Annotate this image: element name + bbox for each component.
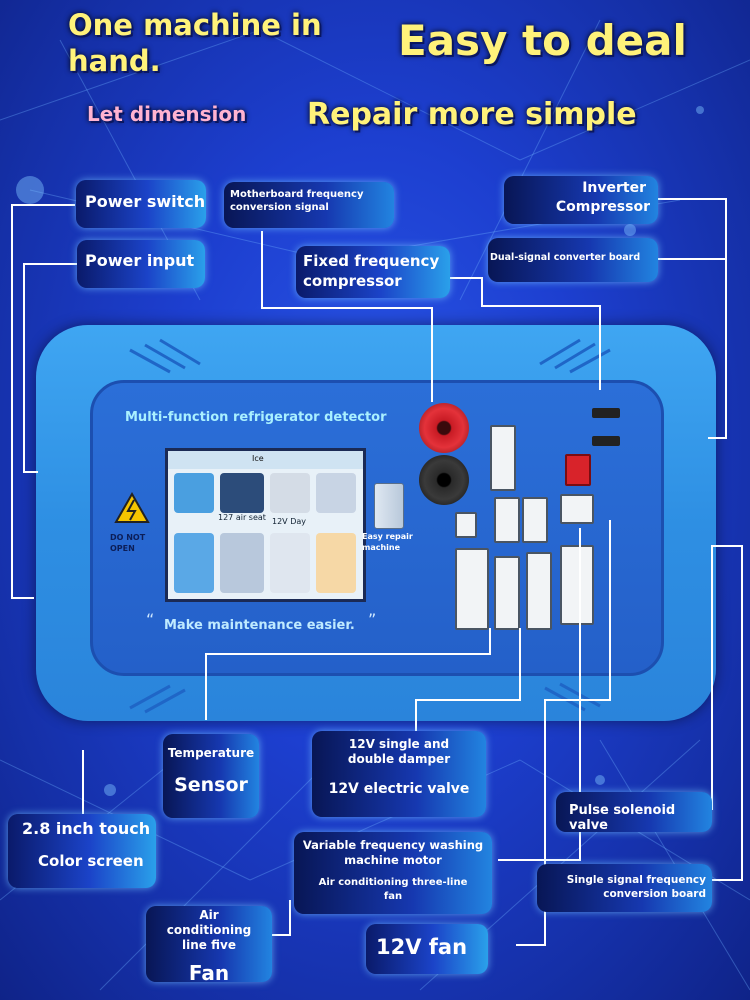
connector-port[interactable] <box>455 512 477 538</box>
connector-port[interactable] <box>526 552 552 630</box>
sensor-tile <box>270 533 310 593</box>
valve-tile <box>270 473 310 513</box>
label-washing-motor: Variable frequency washing machine motor… <box>294 832 492 914</box>
fuse-2[interactable] <box>592 436 620 446</box>
book-tile <box>316 533 356 593</box>
label-damper: 12V single and double damper 12V electri… <box>312 731 486 817</box>
fridge-label: Easy repair machine <box>362 532 413 552</box>
slogan-quote-open: “ <box>146 610 155 629</box>
device-title: Multi-function refrigerator detector <box>125 410 387 425</box>
headline-right: Easy to deal <box>398 16 687 65</box>
label-touch-line2: Color screen <box>38 852 144 870</box>
red-jack[interactable] <box>419 403 469 453</box>
screen-caption2: 12V Day <box>272 517 306 526</box>
label-damper-line2: 12V electric valve <box>328 781 470 797</box>
screen-tag: Ice <box>252 454 264 463</box>
compressor-tile <box>174 473 214 513</box>
warning-text: DO NOT OPEN <box>110 533 146 553</box>
label-inverter: Inverter Compressor <box>504 176 658 224</box>
fridge-icon <box>374 483 404 529</box>
sub-left: Let dimension <box>87 102 247 126</box>
fuse-1[interactable] <box>592 408 620 418</box>
label-12v-fan: 12V fan <box>366 924 488 974</box>
slogan: Make maintenance easier. <box>164 618 355 633</box>
label-temperature-line2: Sensor <box>174 774 248 796</box>
label-dual-signal: Dual-signal converter board <box>488 238 658 282</box>
label-motherboard-signal: Motherboard frequency conversion signal <box>224 182 394 228</box>
label-inverter-line2: Compressor <box>555 199 650 215</box>
label-washing-line1: Variable frequency washing machine motor <box>302 838 484 867</box>
label-power-switch: Power switch <box>76 180 206 228</box>
label-ac-line1: Air conditioning line five <box>166 908 252 952</box>
label-fixed-compressor: Fixed frequency compressor <box>296 246 450 298</box>
fan-tile <box>220 533 264 593</box>
touch-screen[interactable]: Ice 127 air seat 12V Day <box>165 448 366 602</box>
power-socket[interactable] <box>565 454 591 486</box>
label-temperature-sensor: Temperature Sensor <box>163 734 259 818</box>
headline-line1: One machine in <box>68 8 322 42</box>
label-ac-fan: Air conditioning line five Fan <box>146 906 272 985</box>
connector-port[interactable] <box>494 497 520 543</box>
connector-port[interactable] <box>490 425 516 491</box>
label-washing-line2: Air conditioning three-line fan <box>318 877 468 902</box>
warning-icon <box>114 491 150 524</box>
headline-line2: hand. <box>68 44 161 78</box>
board-tile <box>316 473 356 513</box>
label-touch-screen: 2.8 inch touch Color screen <box>8 814 156 888</box>
label-pulse-valve: Pulse solenoid valve <box>556 792 712 833</box>
label-temperature-line1: Temperature <box>167 746 255 760</box>
connector-port[interactable] <box>494 556 520 630</box>
connector-port[interactable] <box>560 494 594 524</box>
screen-caption: 127 air seat <box>218 513 266 522</box>
connector-port[interactable] <box>455 548 489 630</box>
connector-port[interactable] <box>560 545 594 625</box>
connector-port[interactable] <box>522 497 548 543</box>
label-power-input: Power input <box>77 240 205 288</box>
fridge-tile <box>174 533 214 593</box>
label-inverter-line1: Inverter <box>582 180 646 196</box>
label-single-signal: Single signal frequency conversion board <box>537 864 712 912</box>
sub-right: Repair more simple <box>307 97 637 132</box>
black-jack[interactable] <box>419 455 469 505</box>
motor-tile <box>220 473 264 513</box>
slogan-quote-close: ” <box>368 610 377 629</box>
label-touch-line1: 2.8 inch touch <box>22 819 151 838</box>
label-damper-line1: 12V single and double damper <box>347 737 451 766</box>
label-ac-line2: Fan <box>188 961 230 985</box>
